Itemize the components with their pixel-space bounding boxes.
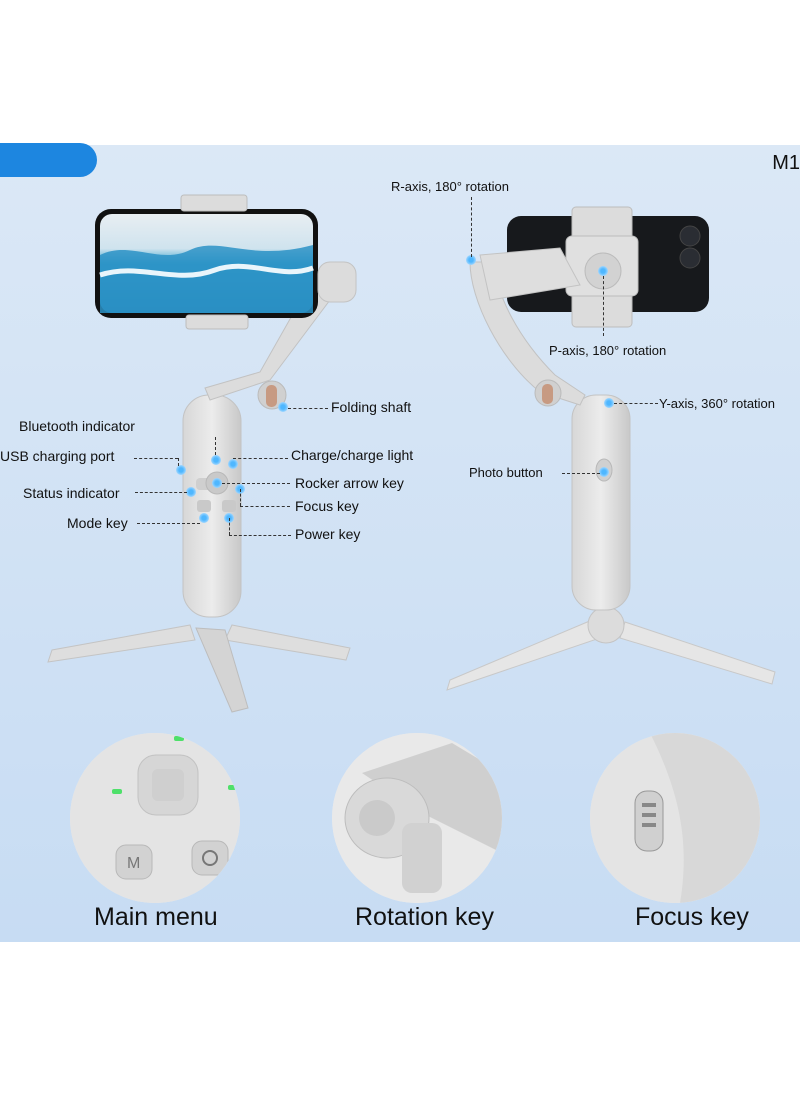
label-photo-button: Photo button <box>469 465 543 480</box>
leader-usb <box>134 458 178 459</box>
caption-rotation-key: Rotation key <box>355 903 494 931</box>
leader-status <box>135 492 187 493</box>
main-menu-closeup: M <box>70 733 240 903</box>
dot-y-axis <box>604 398 614 408</box>
right-gimbal <box>446 206 776 691</box>
brand-tab <box>0 143 97 177</box>
leader-usb-v <box>178 458 179 466</box>
label-p-axis: P-axis, 180° rotation <box>549 343 667 358</box>
caption-main-menu: Main menu <box>94 903 218 931</box>
label-y-axis: Y-axis, 360° rotation <box>659 396 776 411</box>
label-usb-charging-port: USB charging port <box>0 448 115 464</box>
leader-focus <box>240 506 290 507</box>
leader-y-axis <box>614 403 658 404</box>
leader-power-v <box>229 518 230 535</box>
leader-charge <box>233 458 288 459</box>
leader-focus-v <box>240 489 241 506</box>
svg-text:M: M <box>127 855 140 872</box>
dot-photo-button <box>599 467 609 477</box>
label-folding-shaft: Folding shaft <box>331 399 412 415</box>
leader-bluetooth <box>215 437 216 455</box>
leader-mode <box>137 523 200 524</box>
dot-mode-key <box>199 513 209 523</box>
label-charge-light: Charge/charge light <box>291 447 414 463</box>
rotation-key-closeup <box>332 733 502 903</box>
dot-folding-shaft <box>278 402 288 412</box>
leader-r-axis <box>471 197 472 257</box>
label-status-indicator: Status indicator <box>23 485 120 501</box>
dot-usb <box>176 465 186 475</box>
leader-folding-shaft <box>288 408 328 409</box>
label-mode-key: Mode key <box>67 515 128 531</box>
dot-rocker <box>212 478 222 488</box>
left-gimbal <box>47 194 357 713</box>
label-bluetooth-indicator: Bluetooth indicator <box>19 418 135 434</box>
model-tag: M1 <box>772 152 800 174</box>
dot-r-axis <box>466 255 476 265</box>
leader-photo <box>562 473 600 474</box>
leader-rocker <box>222 483 290 484</box>
label-power-key: Power key <box>295 526 361 542</box>
leader-p-axis <box>603 276 604 336</box>
dot-status <box>186 487 196 497</box>
dot-charge-light <box>228 459 238 469</box>
dot-bluetooth <box>211 455 221 465</box>
label-focus-key: Focus key <box>295 498 359 514</box>
caption-focus-key: Focus key <box>635 903 749 931</box>
leader-power <box>229 535 291 536</box>
label-r-axis: R-axis, 180° rotation <box>391 179 509 194</box>
label-rocker-arrow-key: Rocker arrow key <box>295 475 404 491</box>
focus-key-closeup <box>590 733 760 903</box>
dot-p-axis <box>598 266 608 276</box>
